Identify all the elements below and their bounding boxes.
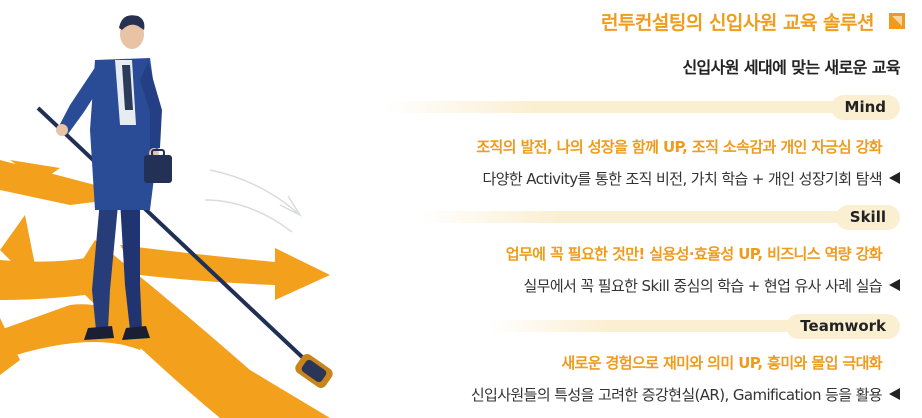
section-divider-mind <box>385 101 882 113</box>
corner-arrow-icon <box>889 13 905 29</box>
section-headline-mind: 조직의 발전, 나의 성장을 함께 UP, 조직 소속감과 개인 자긍심 강화 <box>476 138 882 156</box>
section-badge-mind: Mind <box>830 95 900 120</box>
section-headline-teamwork: 새로운 경험으로 재미와 의미 UP, 흥미와 몰입 극대화 <box>561 354 882 372</box>
section-divider-skill <box>420 211 882 223</box>
businessman-painting-arrows-illustration <box>0 15 333 418</box>
section-badge-skill: Skill <box>835 205 900 230</box>
bullet-triangle-icon <box>889 388 900 400</box>
section-headline-skill: 업무에 꼭 필요한 것만! 실용성·효율성 UP, 비즈니스 역량 강화 <box>505 245 883 263</box>
bullet-triangle-icon <box>889 279 900 291</box>
section-description-teamwork: 신입사원들의 특성을 고려한 증강현실(AR), Gamification 등을… <box>470 386 883 404</box>
page-title: 런투컨설팅의 신입사원 교육 솔루션 <box>600 12 875 34</box>
section-divider-teamwork <box>490 320 882 332</box>
section-description-mind: 다양한 Activity를 통한 조직 비전, 가치 학습 + 개인 성장기회 … <box>482 170 882 188</box>
section-badge-teamwork: Teamwork <box>786 314 900 339</box>
bullet-triangle-icon <box>889 172 900 184</box>
section-description-skill: 실무에서 꼭 필요한 Skill 중심의 학습 + 현업 유사 사례 실습 <box>523 277 882 295</box>
page-subtitle: 신입사원 세대에 맞는 새로운 교육 <box>682 58 900 77</box>
